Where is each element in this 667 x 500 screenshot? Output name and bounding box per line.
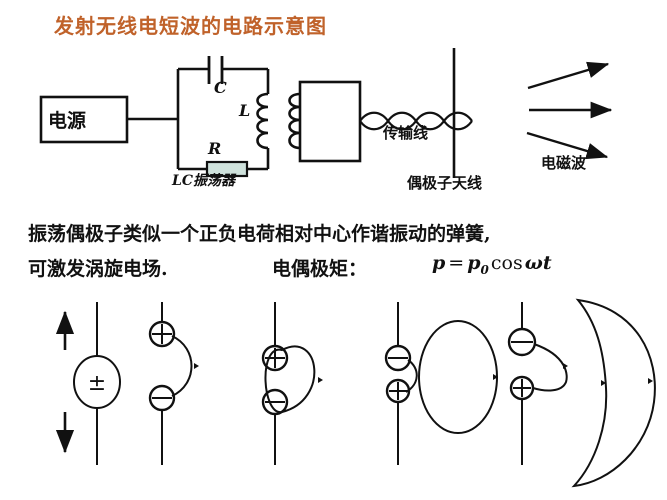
description-line-1: 振荡偶极子类似一个正负电荷相对中心作谐振动的弹簧,: [28, 223, 491, 245]
lc-oscillator-caption: LC振荡器: [172, 173, 235, 189]
panel-field-radiating: [507, 298, 656, 488]
formula-amplitude-subscript: 0: [480, 262, 489, 277]
transformer-secondary-coil: [288, 92, 301, 150]
resistor-label: R: [208, 139, 222, 158]
formula-amplitude: p: [467, 252, 481, 274]
description-line-2: 可激发涡旋电场.: [28, 258, 168, 280]
dipole-antenna-label: 偶极子天线: [407, 174, 483, 192]
transmission-line-label: 传输线: [383, 124, 429, 142]
panel-field-closed-loop: [261, 302, 323, 465]
formula-time: t: [542, 252, 552, 274]
lc-tank-wires: [176, 67, 270, 171]
em-wave-arrow-up: [527, 61, 610, 90]
formula-lhs: p: [432, 252, 446, 274]
capacitor-label: C: [214, 78, 227, 97]
power-source-label: 电源: [48, 110, 87, 132]
formula-cos: cos: [490, 252, 523, 274]
em-wave-arrows: [526, 61, 613, 160]
power-source-box: [39, 95, 129, 144]
transmission-line: [359, 111, 473, 131]
charge-symbol-plusminus: ±: [88, 371, 106, 396]
formula-equals: =: [448, 252, 465, 274]
em-wave-arrow-down: [526, 131, 609, 160]
inductor-label: L: [239, 101, 251, 120]
formula-omega: ω: [524, 252, 543, 274]
panel-oscillating-dipole: ±: [55, 302, 121, 465]
capacitor-symbol: [207, 56, 224, 84]
resistor-body: [205, 160, 249, 178]
transformer-box: [298, 80, 362, 163]
inductor-coil-primary: [256, 92, 269, 150]
page-title: 发射无线电短波的电路示意图: [54, 14, 327, 38]
em-wave-label: 电磁波: [541, 154, 587, 172]
dipole-moment-label: 电偶极矩：: [272, 258, 368, 280]
panel-field-emerging: [148, 302, 199, 465]
panel-field-detached: [384, 302, 498, 465]
